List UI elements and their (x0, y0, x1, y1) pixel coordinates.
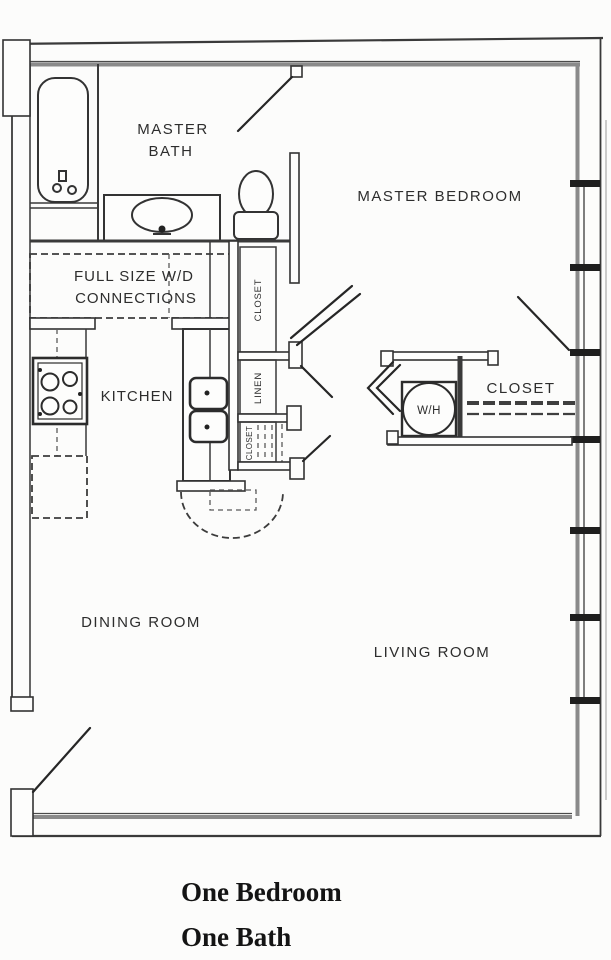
wd-label-line1: FULL SIZE W/D (74, 268, 194, 285)
window-sill (570, 697, 600, 704)
bedroom-hall-door-swing (295, 292, 362, 347)
caption-line2: One Bath (181, 922, 291, 952)
entry-jamb-top (10, 696, 34, 712)
bathtub (37, 77, 89, 203)
entry-door (31, 726, 92, 794)
linen-door-swing (299, 364, 334, 399)
top-left-wall-block (2, 39, 31, 117)
bedroom-closet-door-swing (516, 295, 571, 352)
water-heater-label: W/H (417, 405, 441, 417)
hall-closets: CLOSET LINEN CLOSET (228, 240, 362, 480)
windows (570, 180, 600, 704)
kitchen-counter-cap (29, 317, 96, 330)
living-room-label: LIVING ROOM (374, 644, 491, 661)
caption-line1: One Bedroom (181, 877, 342, 907)
hall-door-jamb (288, 341, 303, 369)
bath-door-jamb (290, 65, 303, 78)
wd-connections-area: FULL SIZE W/D CONNECTIONS (29, 241, 233, 320)
bar-overhang (209, 489, 257, 511)
kitchen-label: KITCHEN (101, 388, 174, 405)
window-sill (570, 527, 600, 534)
toilet (233, 170, 279, 240)
hall-closet-bottom-label: CLOSET (245, 426, 254, 460)
hall-door-jamb (286, 405, 302, 431)
window-sill (570, 349, 600, 356)
entry-jamb-bottom (10, 788, 34, 837)
island-end-cap (176, 480, 246, 492)
window-sill (570, 614, 600, 621)
master-bath-label-line2: BATH (149, 143, 194, 160)
wh-bifold-door (366, 360, 395, 416)
master-bath-label-line1: MASTER (137, 121, 209, 138)
water-heater: W/H (400, 380, 458, 438)
breakfast-bar-arc (180, 491, 284, 539)
hall-closet-top-label: CLOSET (253, 279, 264, 322)
caption: One Bedroom One Bath (181, 877, 342, 952)
utility-and-bedroom-closet: W/H CLOSET (366, 295, 576, 446)
window-sill (570, 264, 600, 271)
wh-bifold-door (375, 363, 402, 413)
hall-door-jamb (289, 457, 305, 480)
dining-room-label: DINING ROOM (81, 614, 201, 631)
bath-wall-stub (289, 152, 300, 284)
master-bath: MASTER BATH (30, 64, 303, 284)
wd-label-line2: CONNECTIONS (75, 290, 197, 307)
sink-vanity (103, 194, 221, 242)
kitchen-sink (188, 376, 229, 444)
refrigerator-space (31, 455, 88, 519)
linen-label: LINEN (253, 372, 264, 404)
window-sill (570, 180, 600, 187)
bedroom-hall-door-swing (289, 284, 354, 340)
kitchen-island (176, 328, 284, 539)
bedroom-closet-label: CLOSET (486, 380, 555, 397)
bath-door-swing (236, 75, 294, 133)
master-bedroom-label: MASTER BEDROOM (357, 188, 522, 205)
stove (31, 356, 89, 426)
closet-door-swing (301, 434, 332, 463)
island-counter-cap (171, 317, 238, 330)
window-sill (570, 436, 600, 443)
